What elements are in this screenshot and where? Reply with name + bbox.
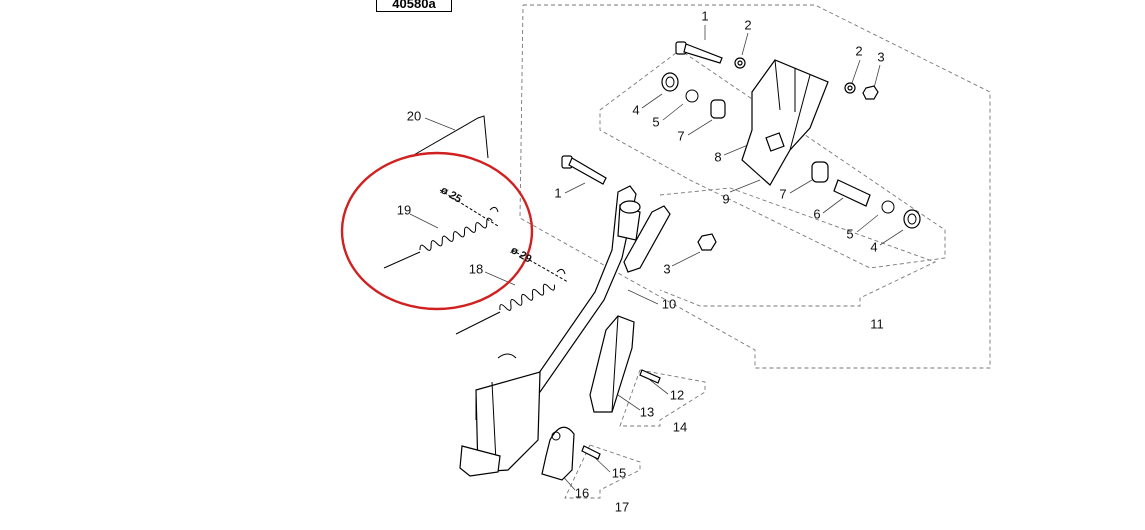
nut-part-3-middle bbox=[697, 233, 717, 251]
callout-5-right: 5 bbox=[846, 226, 853, 241]
callout-4-right: 4 bbox=[870, 239, 877, 254]
figure-id-label: 40580a bbox=[376, 0, 452, 12]
callout-14: 14 bbox=[673, 419, 687, 434]
spacer-part-7-left bbox=[710, 99, 726, 119]
callout-1-top: 1 bbox=[701, 8, 708, 23]
bracket-part-8 bbox=[741, 59, 829, 186]
callout-2-right: 2 bbox=[855, 43, 862, 58]
nut-part-3-top bbox=[862, 85, 879, 100]
callout-17: 17 bbox=[615, 499, 629, 514]
pin-part-6 bbox=[833, 179, 871, 207]
pin-part-15 bbox=[581, 445, 601, 460]
oring-part-5-left bbox=[685, 89, 699, 103]
group-outline-17 bbox=[564, 444, 641, 499]
pin-part-12 bbox=[639, 369, 661, 384]
spring-part-19 bbox=[383, 206, 499, 269]
hook-part-16 bbox=[541, 426, 575, 481]
callout-3-middle: 3 bbox=[663, 261, 670, 276]
group-outline-9 bbox=[599, 49, 946, 269]
callout-8: 8 bbox=[714, 149, 721, 164]
callout-18: 18 bbox=[469, 261, 483, 276]
callout-10: 10 bbox=[662, 296, 676, 311]
group-outline-10 bbox=[659, 187, 937, 307]
pad-part-13 bbox=[589, 315, 635, 413]
callout-5-left: 5 bbox=[652, 114, 659, 129]
bolt-part-1-top bbox=[675, 41, 723, 64]
callout-7-right: 7 bbox=[779, 186, 786, 201]
callout-4-left: 4 bbox=[632, 102, 639, 117]
oring-part-5-right bbox=[881, 200, 895, 214]
callout-7-left: 7 bbox=[677, 128, 684, 143]
callout-2-left: 2 bbox=[744, 17, 751, 32]
bushing-part-4-left bbox=[661, 72, 679, 92]
callout-6: 6 bbox=[813, 206, 820, 221]
rod-part-20 bbox=[411, 115, 489, 159]
callout-20: 20 bbox=[407, 108, 421, 123]
callout-19: 19 bbox=[397, 202, 411, 217]
callout-1-middle: 1 bbox=[554, 185, 561, 200]
group-outline-14 bbox=[619, 369, 706, 427]
group-outline-11 bbox=[519, 4, 991, 369]
callout-11: 11 bbox=[870, 316, 884, 331]
spring-part-18 bbox=[455, 268, 566, 335]
callout-3-top: 3 bbox=[877, 49, 884, 64]
bolt-part-1-middle bbox=[561, 155, 607, 185]
spacer-part-7-right bbox=[811, 161, 829, 183]
bushing-part-4-right bbox=[903, 209, 921, 229]
callout-13: 13 bbox=[640, 404, 654, 419]
callout-15: 15 bbox=[612, 465, 626, 480]
dimension-d25: ø 25 bbox=[439, 184, 464, 205]
highlight-circle bbox=[340, 151, 534, 311]
callout-16: 16 bbox=[575, 485, 589, 500]
callout-12: 12 bbox=[670, 387, 684, 402]
lever-part-10 bbox=[459, 185, 671, 477]
callout-9: 9 bbox=[722, 191, 729, 206]
callout-labels: 1 2 2 3 4 5 7 8 9 7 6 5 4 1 3 10 11 12 1… bbox=[397, 8, 885, 514]
